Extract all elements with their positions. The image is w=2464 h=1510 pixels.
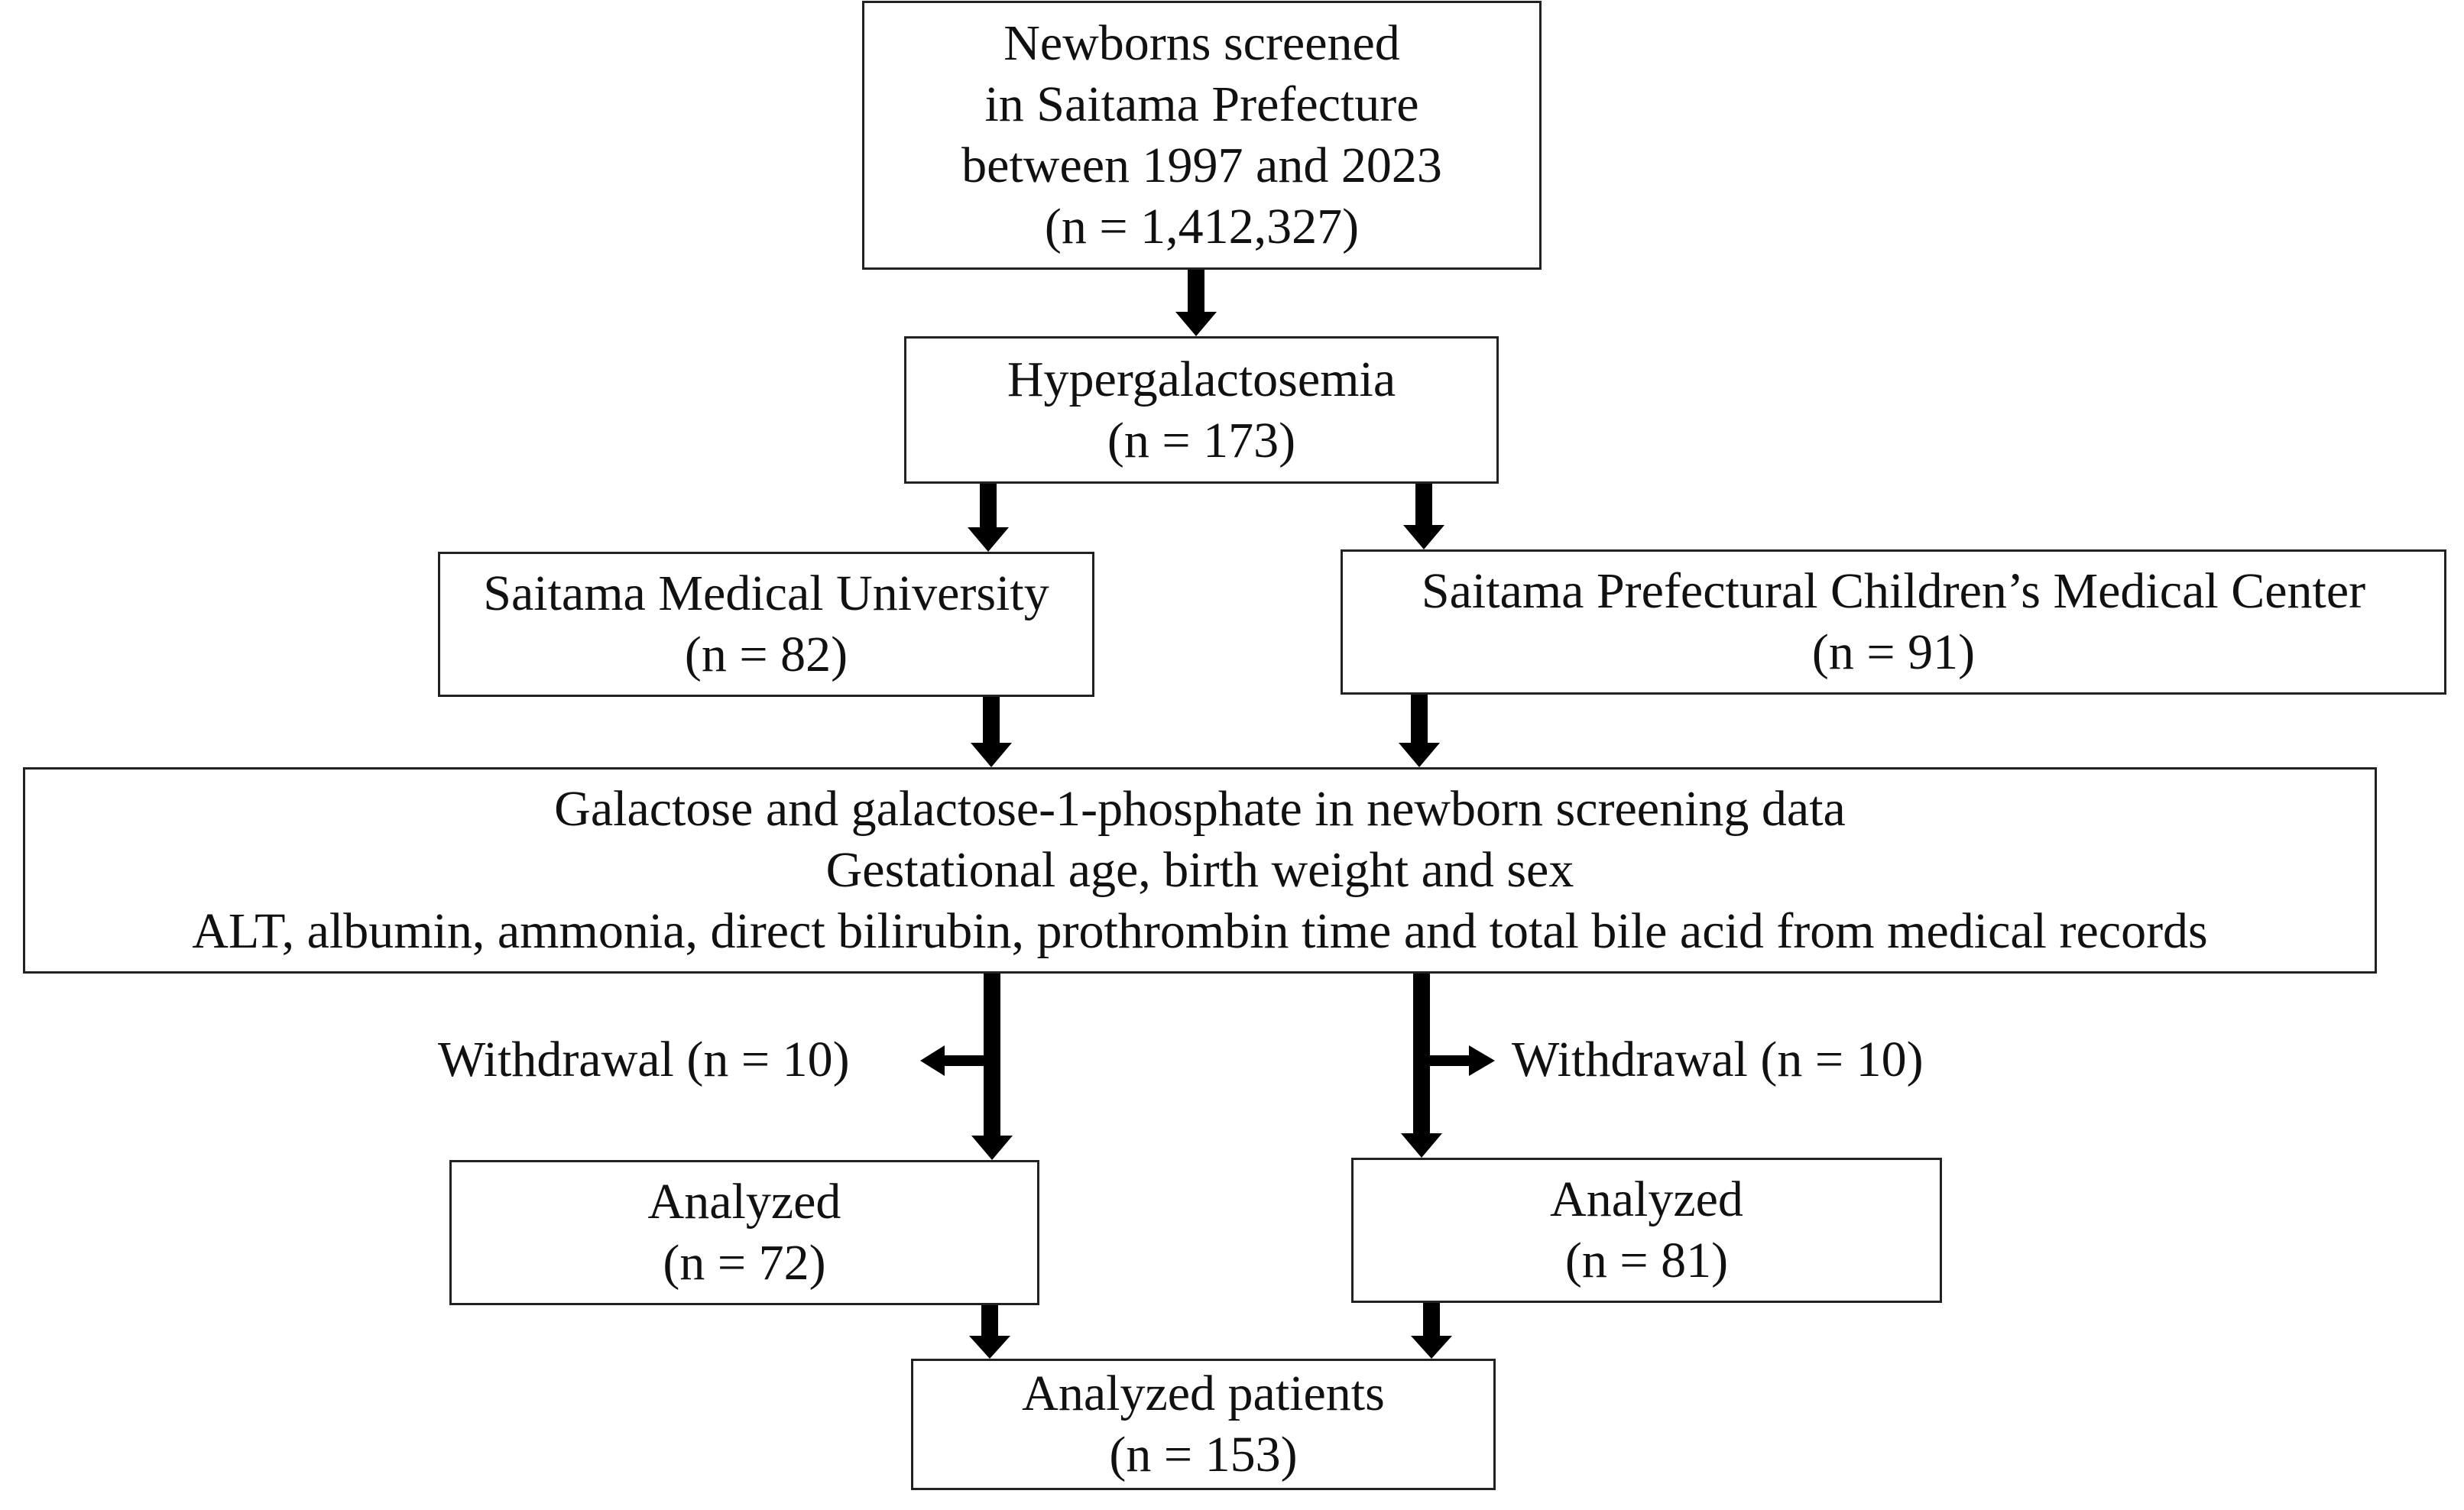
box-line: Gestational age, birth weight and sex xyxy=(825,842,1574,898)
childrens-medical-center-box: Saitama Prefectural Children’s Medical C… xyxy=(1341,549,2446,695)
newborns-screened-box: Newborns screened in Saitama Prefecture … xyxy=(862,1,1542,270)
arrow-withdrawal-right xyxy=(1422,1045,1495,1076)
withdrawal-right-label: Withdrawal (n = 10) xyxy=(1512,1032,1924,1087)
box-line: Newborns screened xyxy=(1003,15,1400,71)
arrow-withdrawal-left xyxy=(920,1045,992,1076)
box-line: (n = 173) xyxy=(1107,412,1296,468)
box-line: Analyzed xyxy=(647,1174,841,1230)
box-line: Saitama Medical University xyxy=(483,565,1049,621)
box-line: Analyzed patients xyxy=(1022,1366,1385,1421)
box-line: between 1997 and 2023 xyxy=(961,138,1442,193)
arrow-childrens-center-to-data xyxy=(1399,695,1440,767)
analyzed-left-box: Analyzed (n = 72) xyxy=(449,1160,1039,1305)
arrow-hypergalactosemia-to-smu xyxy=(968,484,1009,552)
box-line: Saitama Prefectural Children’s Medical C… xyxy=(1421,563,2366,619)
box-line: (n = 153) xyxy=(1109,1427,1298,1482)
box-line: in Saitama Prefecture xyxy=(984,76,1419,132)
box-line: (n = 1,412,327) xyxy=(1044,199,1360,254)
box-line: (n = 91) xyxy=(1811,624,1976,680)
analyzed-right-box: Analyzed (n = 81) xyxy=(1351,1158,1942,1303)
box-line: ALT, albumin, ammonia, direct bilirubin,… xyxy=(192,903,2208,959)
withdrawal-left-label: Withdrawal (n = 10) xyxy=(438,1032,850,1087)
analyzed-patients-box: Analyzed patients (n = 153) xyxy=(911,1359,1496,1490)
arrow-analyzed-right-to-final xyxy=(1411,1303,1452,1359)
hypergalactosemia-box: Hypergalactosemia (n = 173) xyxy=(904,336,1499,484)
arrow-analyzed-left-to-final xyxy=(969,1305,1010,1359)
arrow-data-to-analyzed-left xyxy=(971,974,1013,1160)
arrow-data-to-analyzed-right xyxy=(1401,974,1442,1158)
arrow-smu-to-data xyxy=(971,697,1012,767)
collected-data-box: Galactose and galactose-1-phosphate in n… xyxy=(23,767,2377,974)
box-line: Galactose and galactose-1-phosphate in n… xyxy=(554,781,1846,837)
box-line: (n = 82) xyxy=(684,627,848,682)
box-line: Analyzed xyxy=(1550,1171,1743,1227)
saitama-medical-university-box: Saitama Medical University (n = 82) xyxy=(438,552,1094,697)
box-line: (n = 81) xyxy=(1564,1233,1729,1288)
arrow-hypergalactosemia-to-childrens-center xyxy=(1403,484,1444,549)
box-line: Hypergalactosemia xyxy=(1007,351,1396,407)
arrow-screened-to-hypergalactosemia xyxy=(1175,270,1217,336)
box-line: (n = 72) xyxy=(663,1235,826,1291)
